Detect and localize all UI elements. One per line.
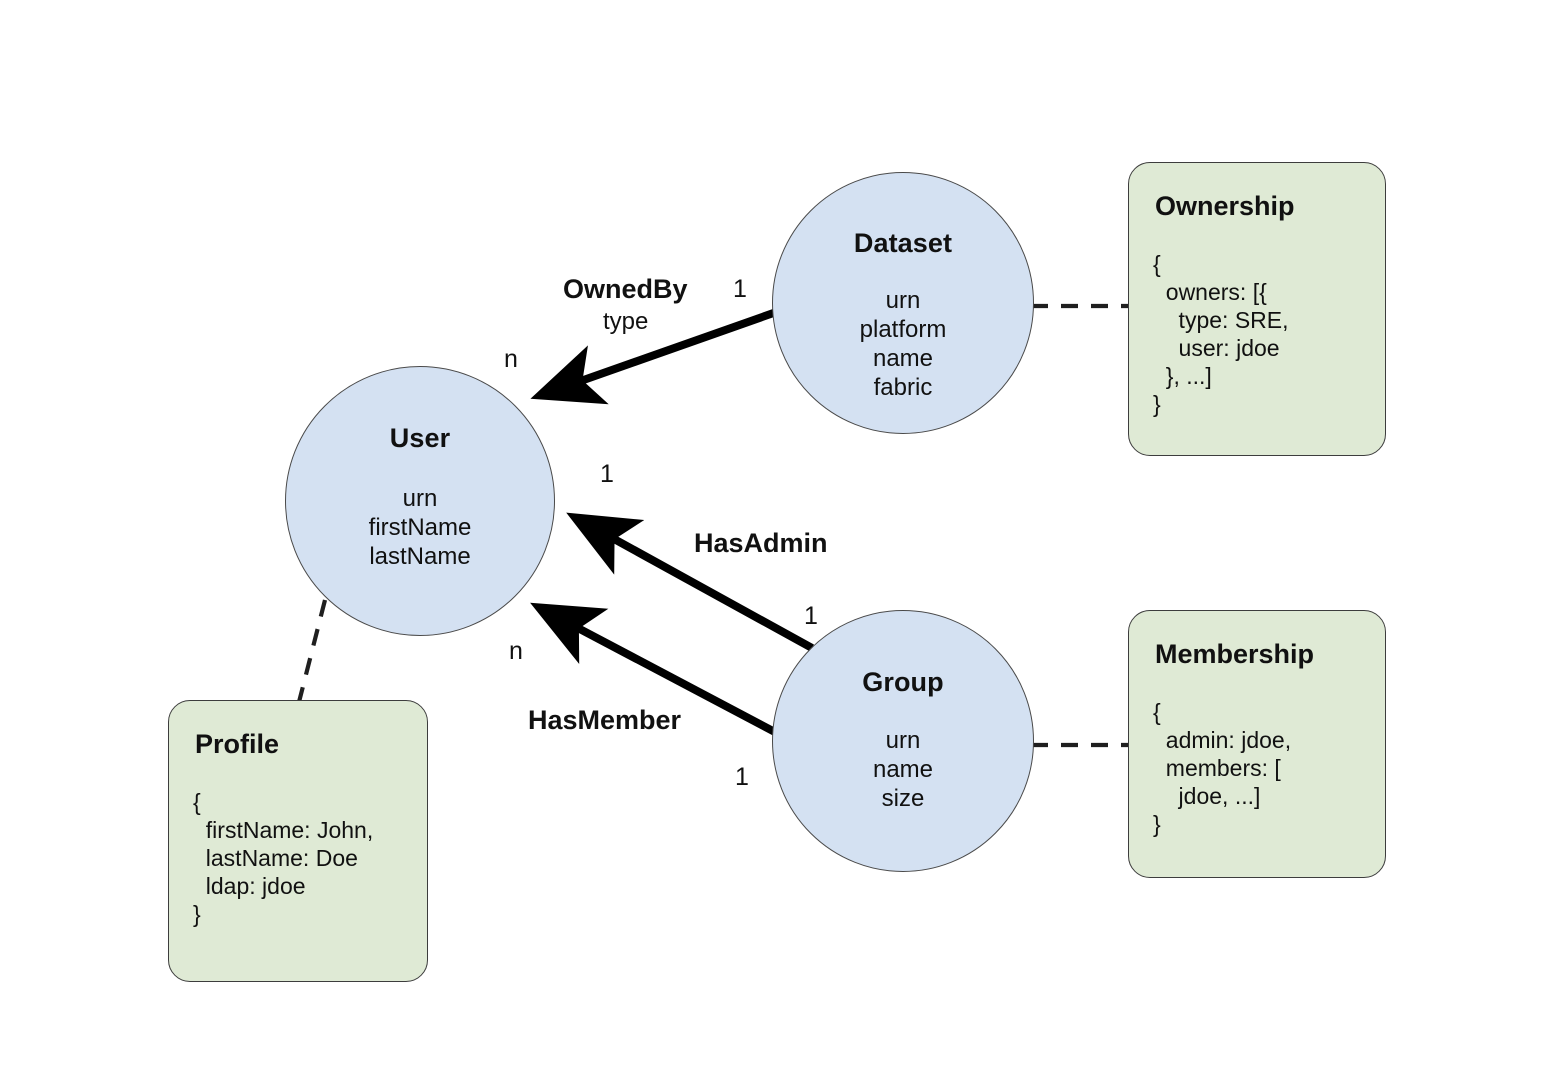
entity-user-title: User: [389, 423, 451, 453]
entity-group[interactable]: Group urn name size: [772, 610, 1034, 872]
entity-user-attributes: urn firstName lastName: [368, 485, 472, 570]
edge-ownedby: [530, 306, 784, 405]
cardinality-hasadmin-user: 1: [600, 460, 614, 488]
entity-dataset-attributes: urn platform name fabric: [859, 287, 947, 401]
entity-group-title: Group: [862, 667, 944, 697]
cardinality-ownedby-dataset: 1: [733, 275, 747, 303]
aspect-membership-title: Membership: [1155, 639, 1315, 669]
edge-label-hasadmin: HasAdmin: [694, 528, 828, 558]
cardinality-hasmember-user: n: [509, 637, 523, 665]
aspect-ownership-title: Ownership: [1155, 191, 1295, 221]
cardinality-hasadmin-group: 1: [804, 602, 818, 630]
entity-dataset-title: Dataset: [853, 228, 953, 258]
edge-label-hasmember: HasMember: [528, 705, 682, 735]
aspect-ownership[interactable]: Ownership { owners: [{ type: SRE, user: …: [1128, 162, 1386, 456]
aspect-ownership-body: { owners: [{ type: SRE, user: jdoe }, ..…: [1153, 251, 1289, 417]
aspect-membership-body: { admin: jdoe, members: [ jdoe, ...] }: [1153, 699, 1292, 837]
aspect-profile-body: { firstName: John, lastName: Doe ldap: j…: [193, 789, 374, 927]
aspect-profile[interactable]: Profile { firstName: John, lastName: Doe…: [168, 700, 428, 982]
aspect-membership[interactable]: Membership { admin: jdoe, members: [ jdo…: [1128, 610, 1386, 878]
entity-user[interactable]: User urn firstName lastName: [285, 366, 555, 636]
entity-group-attributes: urn name size: [872, 727, 934, 812]
edge-hasmember: [530, 602, 792, 744]
edge-sublabel-ownedby-type: type: [603, 308, 649, 335]
cardinality-hasmember-group: 1: [735, 763, 749, 791]
entity-dataset[interactable]: Dataset urn platform name fabric: [772, 172, 1034, 434]
edge-hasadmin: [566, 512, 814, 652]
aspect-profile-title: Profile: [195, 729, 280, 759]
link-user-profile: [296, 599, 328, 703]
cardinality-ownedby-user: n: [504, 345, 518, 373]
edge-label-ownedby: OwnedBy: [563, 274, 688, 304]
